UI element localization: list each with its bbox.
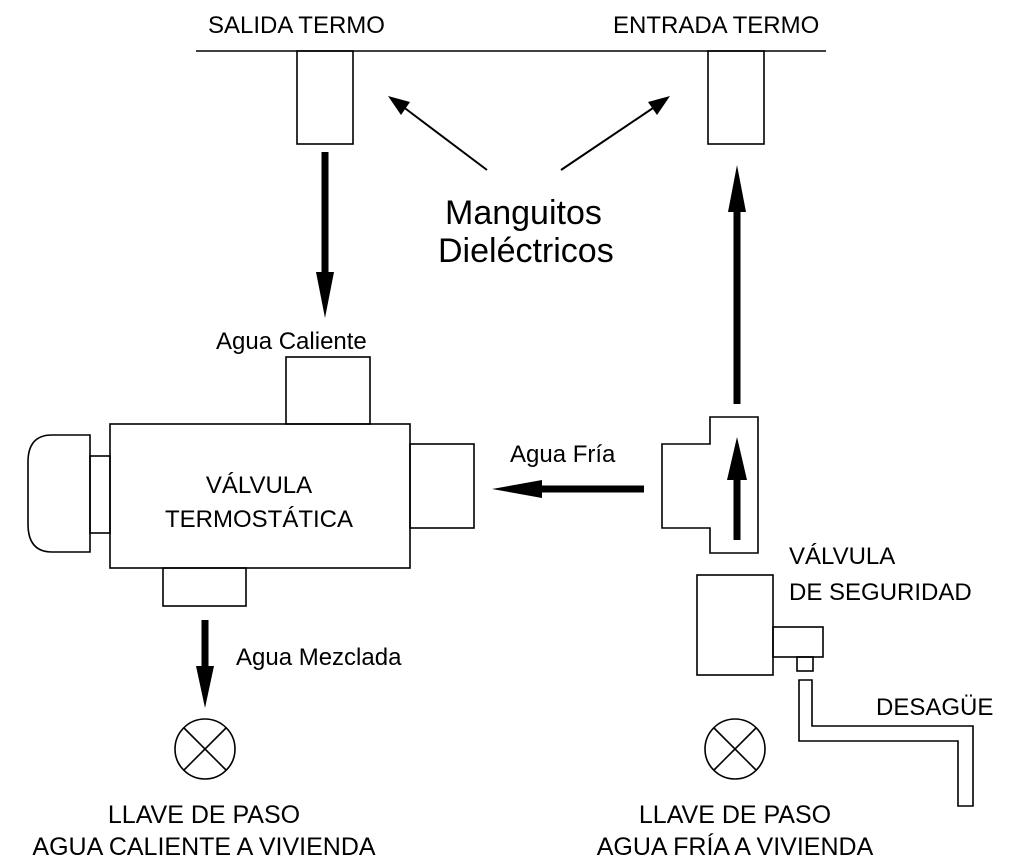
label-llave-caliente-2: AGUA CALIENTE A VIVIENDA	[32, 833, 376, 861]
label-agua-mezclada: Agua Mezclada	[236, 644, 402, 671]
label-valvula-seguridad-2: DE SEGURIDAD	[789, 579, 972, 606]
safety-valve-body	[696, 574, 774, 676]
label-llave-fria-2: AGUA FRÍA A VIVIENDA	[597, 832, 874, 861]
thermostatic-valve-knob	[27, 434, 91, 553]
hot-water-flow-arrowhead	[316, 272, 334, 318]
drain-pipe	[798, 679, 974, 807]
pointer-arrow-outlet	[401, 105, 488, 171]
label-salida-termo: SALIDA TERMO	[208, 12, 385, 39]
label-valvula-seguridad-1: VÁLVULA	[789, 543, 895, 570]
thermostatic-valve-knob-neck	[89, 455, 111, 534]
thermostatic-valve-bottom-port	[162, 567, 247, 607]
check-valve-inner-arrowhead	[727, 437, 747, 480]
pointer-arrow-inlet	[560, 105, 657, 171]
label-desague: DESAGÜE	[876, 694, 993, 721]
label-agua-fria: Agua Fría	[510, 441, 616, 468]
cold-water-shutoff-valve-icon	[704, 718, 766, 780]
label-agua-caliente: Agua Caliente	[216, 328, 367, 355]
dielectric-sleeve-outlet	[296, 50, 354, 145]
thermostatic-valve-right-port	[409, 443, 475, 529]
label-entrada-termo: ENTRADA TERMO	[613, 12, 819, 39]
pointer-arrowhead-outlet	[388, 96, 410, 115]
thermostatic-valve-top-port	[285, 356, 371, 425]
mixed-water-flow-arrowhead	[196, 666, 214, 708]
label-valvula-termostatica-2: TERMOSTÁTICA	[165, 506, 353, 533]
label-manguitos-1: Manguitos	[445, 194, 602, 232]
label-llave-fria-1: LLAVE DE PASO	[639, 801, 831, 829]
dielectric-sleeve-inlet	[707, 50, 765, 145]
cold-inlet-flow-arrowhead	[728, 165, 746, 212]
label-llave-caliente-1: LLAVE DE PASO	[108, 801, 300, 829]
safety-valve-side-port	[772, 626, 824, 658]
label-manguitos-2: Dieléctricos	[438, 232, 614, 270]
safety-valve-drain-nozzle	[796, 656, 814, 672]
pointer-arrowhead-inlet	[648, 96, 670, 115]
label-valvula-termostatica-1: VÁLVULA	[206, 472, 312, 499]
hot-water-shutoff-valve-icon	[174, 718, 236, 780]
cold-water-flow-arrowhead	[492, 480, 542, 498]
check-valve-body	[661, 416, 759, 554]
